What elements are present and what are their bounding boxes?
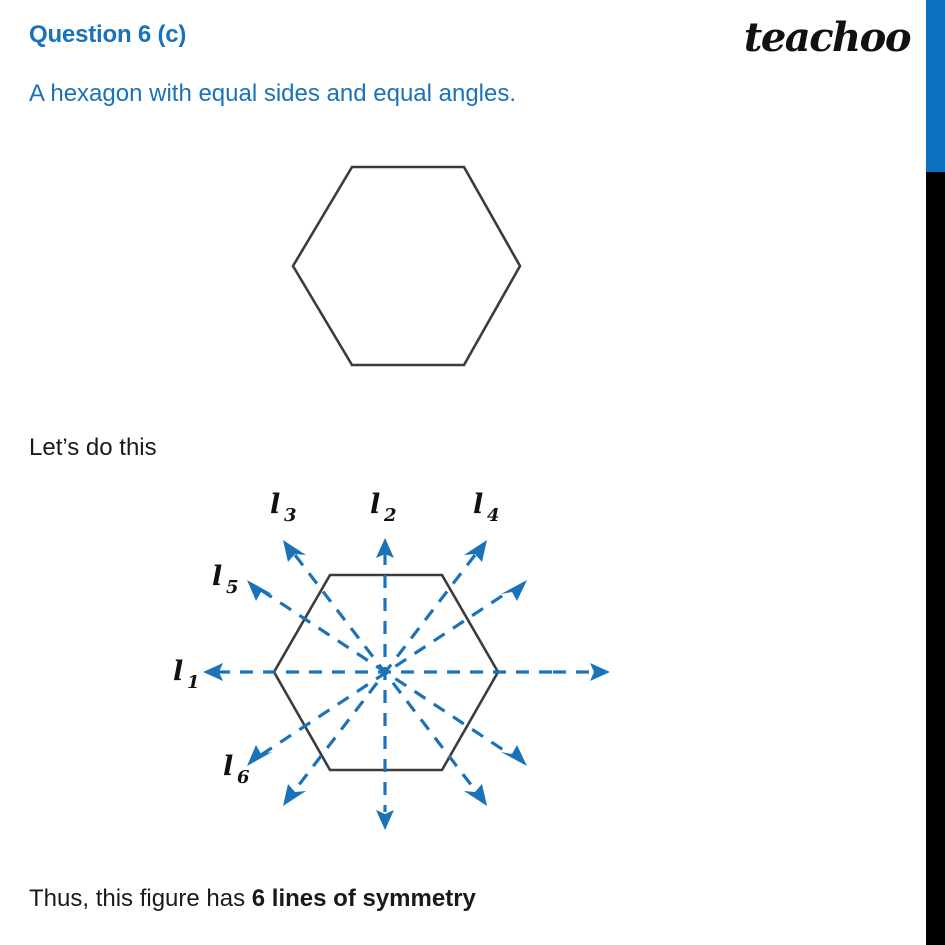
symmetry-line-l1 [203,663,610,681]
right-edge-blue-bar [926,0,945,172]
conclusion-prefix: Thus, this figure has [29,885,252,912]
label-l5-subscript: 5 [226,577,239,598]
label-l2-letter: l [370,489,380,520]
hexagon-shape [291,165,522,367]
plain-hexagon-figure [291,165,522,367]
symmetry-line-label-l3: l 3 [270,489,297,526]
conclusion-emphasis: 6 lines of symmetry [251,885,476,912]
label-l4-letter: l [473,489,483,520]
label-l3-letter: l [270,489,280,520]
symmetry-diagram: l 1 l 2 l 3 l 4 l 5 l 6 [173,489,610,830]
label-l6-subscript: 6 [237,767,250,788]
label-l5-letter: l [212,561,222,592]
teachoo-logo: teachoo [743,14,912,61]
label-l3-subscript: 3 [284,505,297,526]
symmetry-line-l2 [376,538,394,830]
symmetry-line-label-l5: l 5 [212,561,239,598]
label-l1-subscript: 1 [187,672,200,693]
question-statement: A hexagon with equal sides and equal ang… [29,80,517,107]
symmetry-line-label-l4: l 4 [473,489,500,526]
symmetry-line-label-l1: l 1 [173,656,200,693]
label-l6-letter: l [223,751,233,782]
symmetry-line-l6 [247,580,527,766]
symmetry-line-label-l2: l 2 [370,489,397,526]
label-l2-subscript: 2 [383,505,397,526]
symmetry-line-label-l6: l 6 [223,751,250,788]
right-edge-black-bar [926,172,945,945]
page-title: Question 6 (c) [29,21,187,48]
label-l1-letter: l [173,656,183,687]
lets-do-this-label: Let’s do this [29,434,157,461]
conclusion-text: Thus, this figure has 6 lines of symmetr… [29,885,476,913]
label-l4-subscript: 4 [487,505,500,526]
